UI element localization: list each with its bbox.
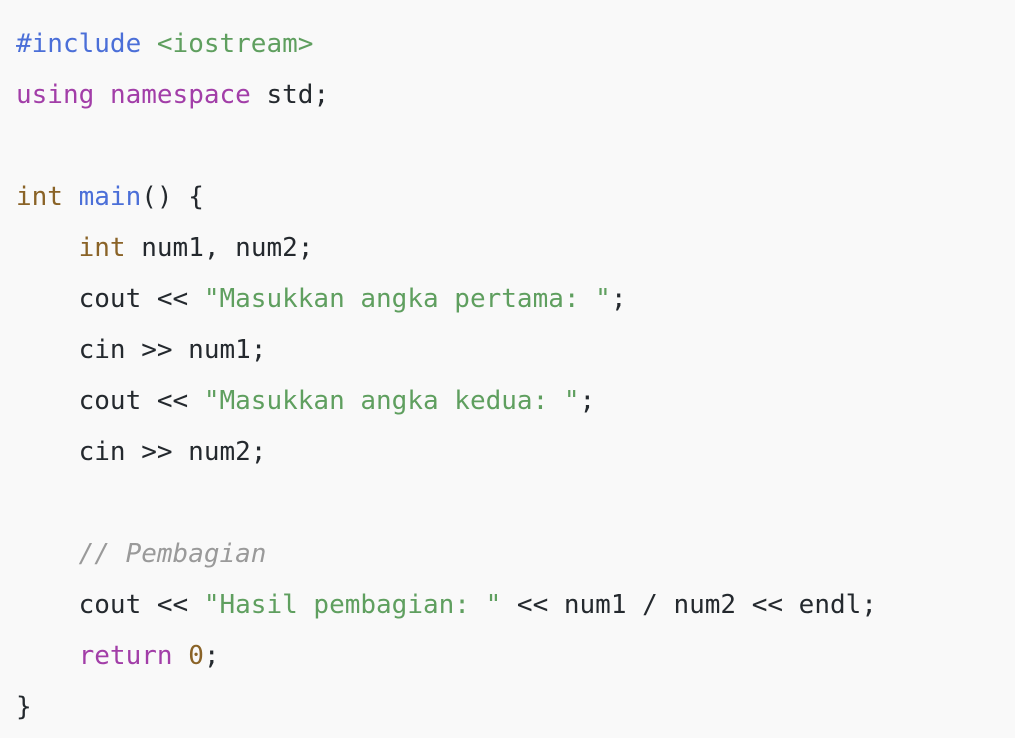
plain-token: cout << [16, 590, 204, 620]
code-line: using namespace std; [16, 70, 1015, 121]
code-line: cin >> num2; [16, 427, 1015, 478]
string-token: "Masukkan angka pertama: " [203, 284, 611, 314]
plain-token: cin >> num2; [16, 437, 267, 467]
plain-token: num1, num2; [125, 233, 314, 263]
plain-token [94, 80, 110, 110]
plain-token: cout << [16, 386, 204, 416]
plain-token: ; [203, 641, 220, 671]
code-line [16, 121, 1015, 172]
code-line: cout << "Hasil pembagian: " << num1 / nu… [16, 580, 1015, 631]
code-line: } [16, 682, 1015, 733]
keyword-token: namespace [109, 80, 251, 110]
keyword-token: using [16, 80, 95, 110]
code-line: cout << "Masukkan angka pertama: "; [16, 274, 1015, 325]
plain-token [141, 29, 157, 59]
code-line: cin >> num1; [16, 325, 1015, 376]
plain-token [63, 182, 79, 212]
preprocessor-token: #include [16, 29, 142, 59]
string-token: "Masukkan angka kedua: " [203, 386, 580, 416]
plain-token: << num1 / num2 << endl; [501, 590, 877, 620]
code-line: return 0; [16, 631, 1015, 682]
plain-token: ; [579, 386, 596, 416]
code-line: cout << "Masukkan angka kedua: "; [16, 376, 1015, 427]
plain-token [16, 641, 79, 671]
plain-token [16, 539, 79, 569]
type-token: int [78, 233, 126, 263]
plain-token: () { [141, 182, 204, 212]
code-line: int main() { [16, 172, 1015, 223]
plain-token: cin >> num1; [16, 335, 267, 365]
plain-token: std; [250, 80, 330, 110]
plain-token [16, 233, 79, 263]
plain-token: cout << [16, 284, 204, 314]
code-line: int num1, num2; [16, 223, 1015, 274]
function-token: main [78, 182, 142, 212]
string-token: "Hasil pembagian: " [203, 590, 502, 620]
plain-token [173, 641, 189, 671]
keyword-token: return [78, 641, 173, 671]
code-line [16, 478, 1015, 529]
type-token: int [16, 182, 63, 212]
header-token: <iostream> [156, 29, 314, 59]
comment-token: // Pembagian [78, 539, 267, 569]
code-line: #include <iostream> [16, 19, 1015, 70]
number-token: 0 [188, 641, 204, 671]
code-line: // Pembagian [16, 529, 1015, 580]
plain-token: ; [610, 284, 627, 314]
plain-token: } [16, 692, 32, 722]
